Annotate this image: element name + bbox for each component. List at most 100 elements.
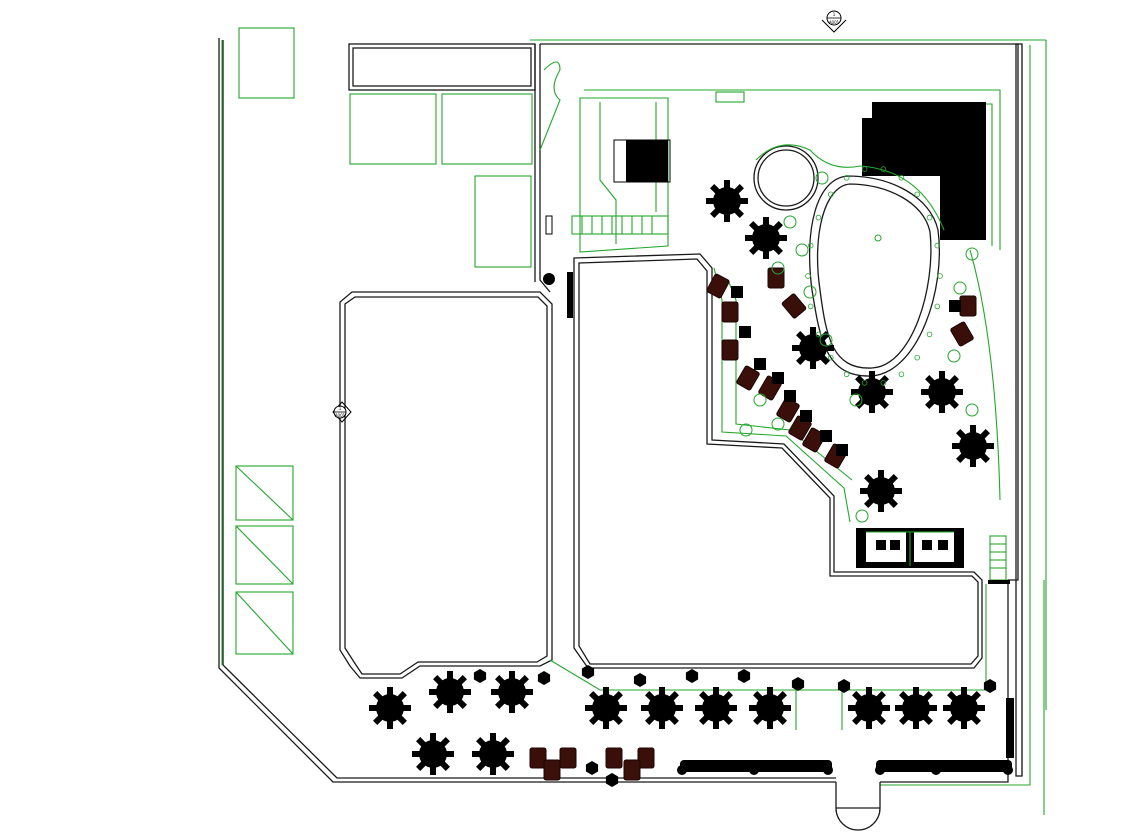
boundary-wall (1015, 43, 1023, 777)
courtyard (539, 61, 1001, 253)
side-table (754, 358, 766, 370)
lounger-icon[interactable] (781, 293, 807, 319)
planter-icon (737, 669, 751, 683)
umbrella-table-icon[interactable] (745, 217, 787, 259)
umbrella-table-icon[interactable] (429, 671, 471, 713)
umbrella-table-icon[interactable] (412, 733, 454, 775)
planter-icon (605, 773, 619, 787)
lounger-icon[interactable] (802, 427, 826, 453)
umbrella-table-icon[interactable] (943, 687, 985, 729)
planter-icon (837, 679, 851, 693)
bench-row (677, 760, 1013, 775)
lounger-icon[interactable] (721, 339, 739, 361)
shrub-icon (819, 333, 833, 347)
stair-icon (571, 215, 669, 235)
planter-icon (473, 669, 487, 683)
lot-b (441, 93, 533, 165)
umbrella-table-icon[interactable] (851, 371, 893, 413)
shrub-icon (795, 243, 809, 257)
planter-icon (537, 671, 551, 685)
main-building (543, 253, 983, 669)
umbrella-table-icon[interactable] (491, 671, 533, 713)
side-table (800, 410, 812, 422)
umbrella-table-icon[interactable] (695, 687, 737, 729)
shrub-group (473, 166, 997, 787)
lounger-icon[interactable] (605, 747, 623, 769)
lounger-icon[interactable] (543, 759, 561, 781)
side-table (731, 286, 743, 298)
planter-icon (685, 669, 699, 683)
lounger-icon[interactable] (950, 321, 974, 347)
umbrella-table-icon[interactable] (952, 425, 994, 467)
shrub-icon (753, 393, 767, 407)
shrub-icon (739, 423, 753, 437)
shrub-icon (815, 171, 829, 185)
shrub-icon (953, 281, 967, 295)
lounger-icon[interactable] (767, 267, 785, 289)
shrub-icon (771, 417, 785, 431)
site-boundary (218, 38, 1047, 815)
left-building (339, 291, 553, 679)
shrub-icon (965, 247, 979, 261)
shrub-icon (849, 393, 863, 407)
side-table (836, 444, 848, 456)
lounger-icon[interactable] (736, 365, 760, 391)
umbrella-table-icon[interactable] (921, 371, 963, 413)
umbrella-table-icon[interactable] (369, 687, 411, 729)
lot-top (238, 27, 295, 99)
planter-icon (791, 677, 805, 691)
lounger-icon[interactable] (529, 747, 547, 769)
umbrella-tables (369, 180, 994, 775)
section-tag-number: 1 (833, 12, 836, 17)
entrance-gate (835, 782, 881, 831)
side-table (739, 326, 751, 338)
door-block (567, 272, 573, 318)
umbrella-table-icon[interactable] (860, 470, 902, 512)
planter-icon (983, 679, 997, 693)
bottom-walk (549, 584, 1014, 758)
side-table (784, 390, 796, 402)
section-tag-sheet: A001 (335, 413, 346, 418)
side-table (772, 372, 784, 384)
lounger-group (529, 267, 977, 781)
lot-a (349, 93, 437, 165)
lounger-icon[interactable] (623, 759, 641, 781)
lot-c (474, 175, 532, 268)
shrub-icon (783, 215, 797, 229)
shrub-icon (803, 285, 817, 299)
stair-icon (988, 535, 1010, 584)
section-tag-sheet: A001 (829, 20, 840, 25)
kiosk-block (626, 140, 668, 182)
umbrella-table-icon[interactable] (472, 733, 514, 775)
umbrella-table-icon[interactable] (848, 687, 890, 729)
umbrella-table-icon[interactable] (585, 687, 627, 729)
shrub-icon (855, 509, 869, 523)
pool-house (862, 102, 993, 246)
shrub-icon (771, 261, 785, 275)
cabana (856, 528, 964, 568)
umbrella-table-icon[interactable] (895, 687, 937, 729)
lounger-icon[interactable] (637, 747, 655, 769)
section-marker-icon[interactable]: 1 A001 (821, 10, 847, 33)
section-tag-number: 1 (339, 406, 342, 411)
lot-strip (348, 43, 536, 91)
section-marker-icon[interactable]: 1 A001 (332, 401, 352, 423)
lounger-icon[interactable] (959, 295, 977, 317)
lounger-icon[interactable] (721, 301, 739, 323)
bench-block (1006, 698, 1014, 758)
umbrella-table-icon[interactable] (792, 327, 834, 369)
side-table (820, 430, 832, 442)
parking-lots (238, 27, 551, 293)
planter-icon (585, 761, 599, 775)
umbrella-table-icon[interactable] (706, 180, 748, 222)
shrub-icon (947, 349, 961, 363)
umbrella-table-icon[interactable] (749, 687, 791, 729)
planter-icon (581, 665, 595, 679)
planter-icon (633, 673, 647, 687)
umbrella-table-icon[interactable] (641, 687, 683, 729)
hatched-bays (235, 465, 294, 655)
lounger-icon[interactable] (706, 273, 730, 299)
shrub-icon (965, 403, 979, 417)
lounger-icon[interactable] (559, 747, 577, 769)
